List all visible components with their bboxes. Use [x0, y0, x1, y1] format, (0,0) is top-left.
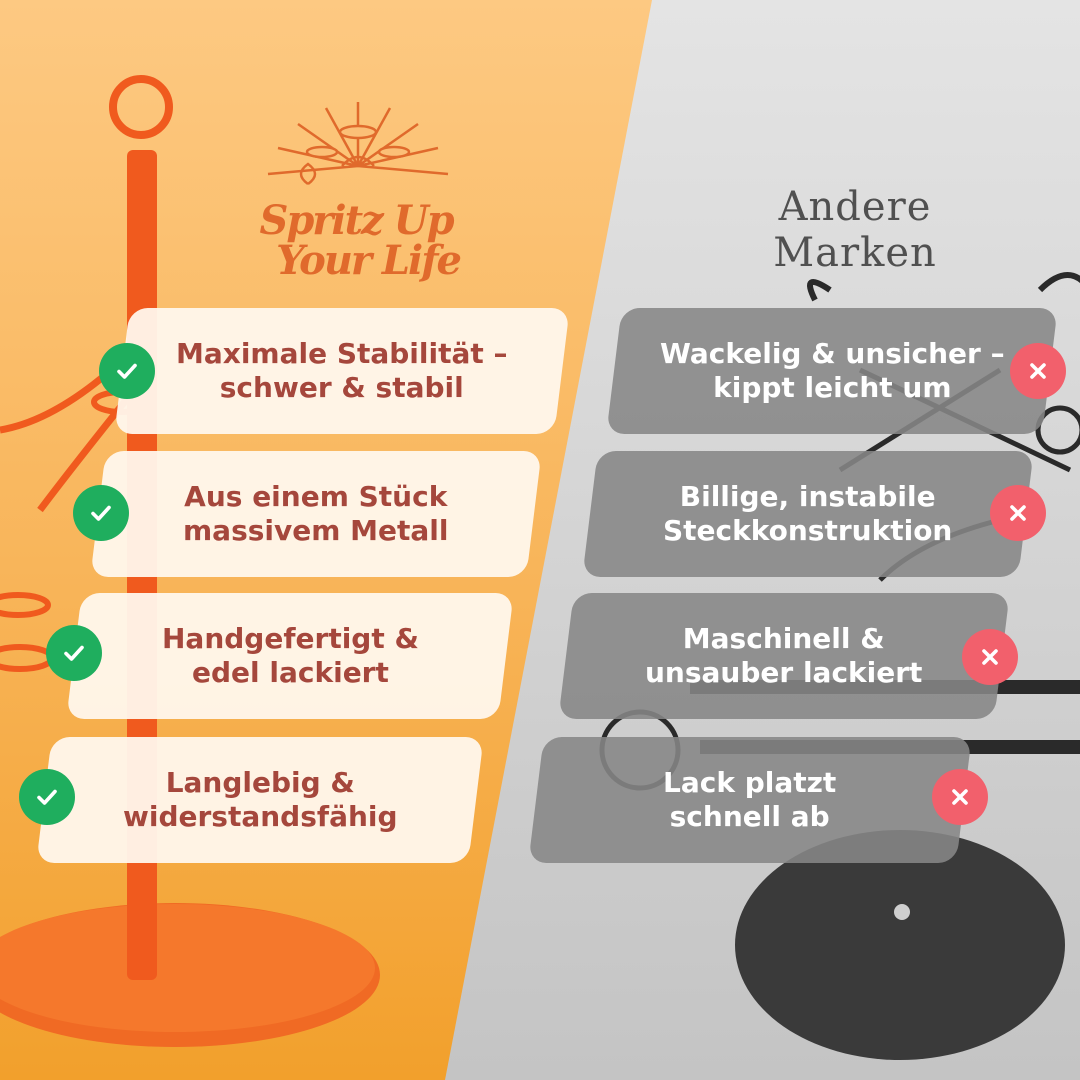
x-icon	[932, 769, 988, 825]
con-card-3: Maschinell & unsauber lackiert	[558, 593, 1010, 719]
competitor-title-line-2: Marken	[773, 230, 937, 276]
check-icon	[73, 485, 129, 541]
con-card-4: Lack platzt schnell ab	[528, 737, 972, 863]
x-icon	[1010, 343, 1066, 399]
logo-line-1: Spritz Up	[259, 197, 454, 244]
pro-card-1: Maximale Stabilität – schwer & stabil	[114, 308, 570, 434]
pro-card-2: Aus einem Stück massivem Metall	[90, 451, 542, 577]
brand-logo: Spritz Up Your Life	[259, 102, 462, 284]
con-card-3-text: Maschinell & unsauber lackiert	[645, 622, 923, 689]
con-card-1: Wackelig & unsicher – kippt leicht um	[606, 308, 1058, 434]
pro-card-3: Handgefertigt & edel lackiert	[66, 593, 514, 719]
pro-card-4-text: Langlebig & widerstandsfähig	[122, 766, 398, 833]
logo-sunburst-icon	[267, 102, 449, 186]
pro-card-3-text: Handgefertigt & edel lackiert	[161, 622, 419, 689]
pro-card-2-text: Aus einem Stück massivem Metall	[183, 480, 449, 547]
check-icon	[46, 625, 102, 681]
con-card-2-text: Billige, instabile Steckkonstruktion	[663, 480, 953, 547]
pro-card-4: Langlebig & widerstandsfähig	[36, 737, 484, 863]
check-icon	[19, 769, 75, 825]
x-icon	[962, 629, 1018, 685]
competitor-title-line-1: Andere	[778, 184, 932, 230]
con-card-4-text: Lack platzt schnell ab	[663, 766, 837, 833]
con-card-2: Billige, instabile Steckkonstruktion	[582, 451, 1034, 577]
con-card-1-text: Wackelig & unsicher – kippt leicht um	[659, 337, 1005, 404]
check-icon	[99, 343, 155, 399]
logo-line-2: Your Life	[276, 237, 460, 284]
x-icon	[990, 485, 1046, 541]
pro-card-1-text: Maximale Stabilität – schwer & stabil	[176, 337, 508, 404]
competitor-title: Andere Marken	[730, 184, 980, 276]
